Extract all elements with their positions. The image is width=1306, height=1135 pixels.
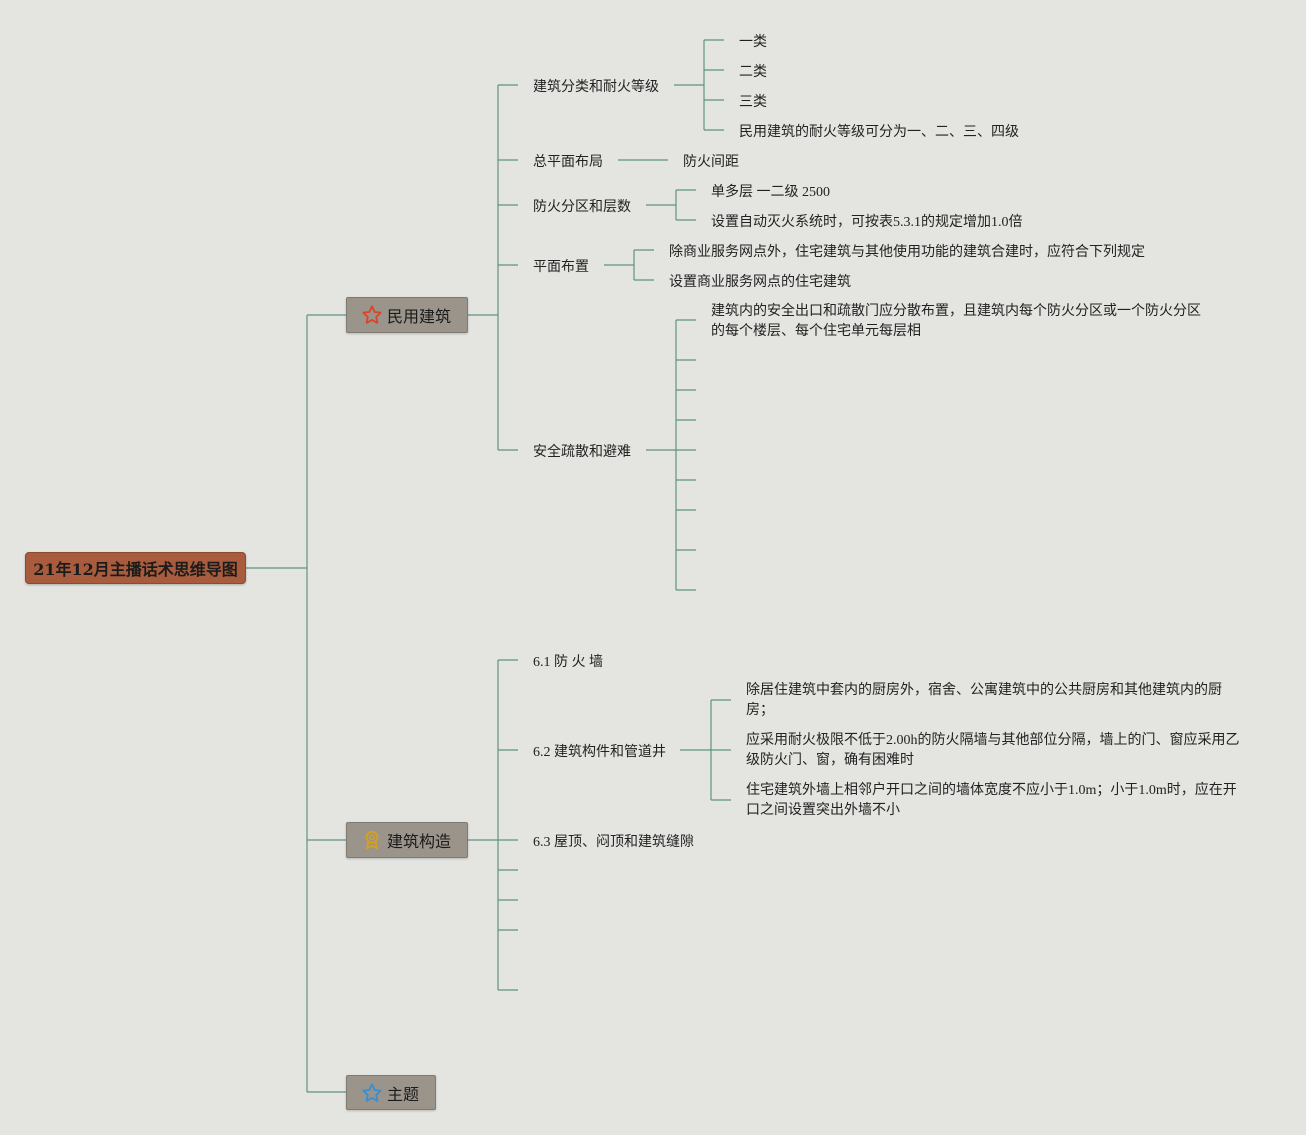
leaf-class-2[interactable]: 二类 <box>739 64 767 80</box>
branch-topic[interactable]: 主题 <box>346 1075 436 1110</box>
leaf-class-3[interactable]: 三类 <box>739 94 767 110</box>
leaf-components-2[interactable]: 应采用耐火极限不低于2.00h的防火隔墙与其他部位分隔，墙上的门、窗应采用乙级防… <box>746 733 1240 768</box>
subtopic-partition[interactable]: 防火分区和层数 <box>533 199 631 215</box>
leaf-partition-1[interactable]: 单多层 一二级 2500 <box>711 185 830 200</box>
subtopic-layout[interactable]: 总平面布局 <box>533 154 603 170</box>
leaf-plan-1[interactable]: 除商业服务网点外，住宅建筑与其他使用功能的建筑合建时，应符合下列规定 <box>669 244 1145 260</box>
subtopic-components[interactable]: 6.2 建筑构件和管道井 <box>533 745 666 760</box>
branch-civil-label: 民用建筑 <box>387 307 452 326</box>
root-topic[interactable]: 21年12月主播话术思维导图 <box>25 552 246 584</box>
award-medal-icon <box>361 829 383 851</box>
star-outline-red-icon <box>361 304 383 326</box>
root-title: 21年12月主播话术思维导图 <box>33 560 238 579</box>
subtopic-plan[interactable]: 平面布置 <box>533 259 589 275</box>
branch-topic-label: 主题 <box>387 1084 420 1104</box>
star-outline-blue-icon <box>361 1082 383 1104</box>
leaf-class-4[interactable]: 民用建筑的耐火等级可分为一、二、三、四级 <box>739 124 1019 140</box>
subtopic-evacuation[interactable]: 安全疏散和避难 <box>533 444 631 460</box>
leaf-components-1[interactable]: 除居住建筑中套内的厨房外，宿舍、公寓建筑中的公共厨房和其他建筑内的厨房； <box>746 683 1222 718</box>
subtopic-roof[interactable]: 6.3 屋顶、闷顶和建筑缝隙 <box>533 835 694 850</box>
leaf-partition-2[interactable]: 设置自动灭火系统时，可按表5.3.1的规定增加1.0倍 <box>711 215 1023 230</box>
leaf-plan-2[interactable]: 设置商业服务网点的住宅建筑 <box>669 274 851 290</box>
subtopic-firewall[interactable]: 6.1 防 火 墙 <box>533 655 603 670</box>
branch-construction-label: 建筑构造 <box>387 832 452 851</box>
subtopic-classification[interactable]: 建筑分类和耐火等级 <box>533 79 659 95</box>
branch-civil[interactable]: 民用建筑 <box>346 297 468 333</box>
leaf-fire-spacing[interactable]: 防火间距 <box>683 154 739 170</box>
leaf-evacuation-1[interactable]: 建筑内的安全出口和疏散门应分散布置，且建筑内每个防火分区或一个防火分区的每个楼层… <box>711 303 1201 339</box>
leaf-class-1[interactable]: 一类 <box>739 34 767 50</box>
leaf-components-3[interactable]: 住宅建筑外墙上相邻户开口之间的墙体宽度不应小于1.0m；小于1.0m时，应在开口… <box>746 783 1237 818</box>
branch-construction[interactable]: 建筑构造 <box>346 822 468 858</box>
